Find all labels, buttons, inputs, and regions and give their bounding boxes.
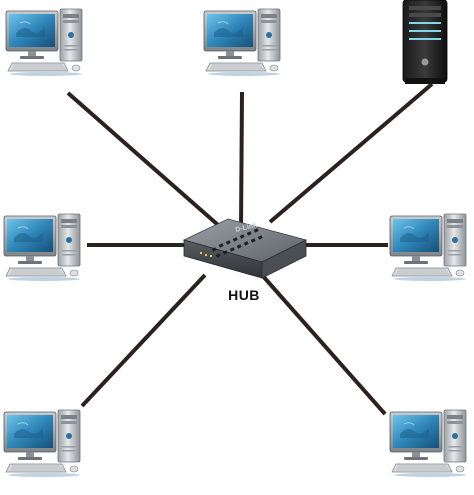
hub-label: HUB — [228, 287, 260, 303]
cable-top-right — [268, 82, 434, 224]
server-top-right — [402, 0, 448, 84]
cable-top-center — [239, 91, 244, 229]
network-hub-icon: D-Link — [182, 218, 308, 279]
computer-top-center — [203, 8, 281, 77]
computer-bottom-right — [389, 409, 467, 478]
cable-top-left — [66, 91, 228, 234]
computer-middle-right — [389, 213, 467, 282]
cables — [66, 82, 434, 416]
computer-middle-left — [3, 213, 81, 282]
computer-top-left — [5, 8, 83, 77]
hp-logo-icon — [421, 58, 429, 66]
cable-bottom-right — [260, 273, 387, 416]
cable-bottom-left — [80, 273, 207, 408]
computer-bottom-left — [3, 409, 81, 478]
